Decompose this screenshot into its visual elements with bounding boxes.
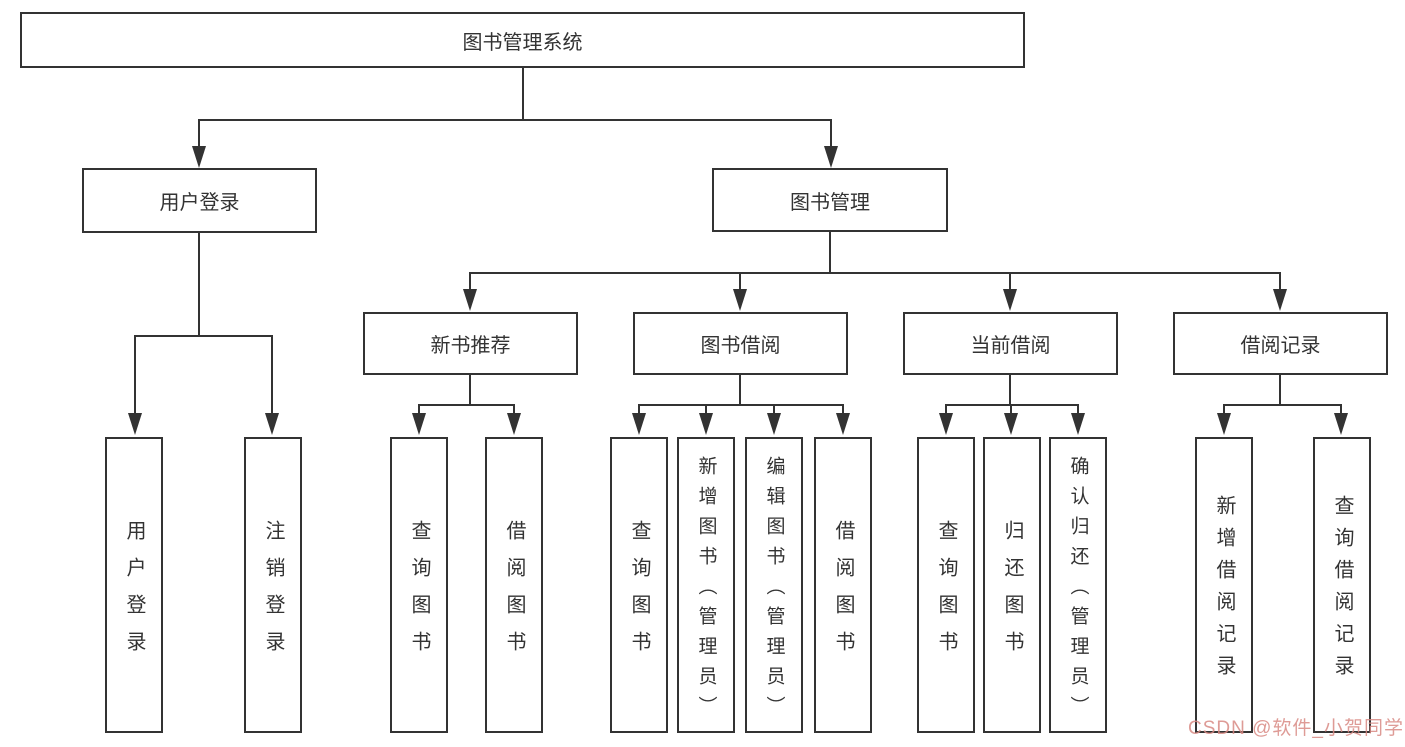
csdn-watermark: CSDN @软件_小贺同学 bbox=[1188, 718, 1404, 739]
node-label: 新增图书（管理员） bbox=[695, 455, 717, 726]
connector-line bbox=[1009, 272, 1011, 289]
node-leaf-logout: 注销登录 bbox=[244, 437, 302, 733]
connector-line bbox=[418, 404, 420, 413]
node-borrowing-records: 借阅记录 bbox=[1173, 312, 1388, 375]
node-current-borrowing: 当前借阅 bbox=[903, 312, 1118, 375]
arrow-down-icon bbox=[1217, 413, 1231, 435]
connector-line bbox=[522, 68, 524, 119]
connector-line bbox=[198, 119, 200, 147]
arrow-down-icon bbox=[632, 413, 646, 435]
arrow-down-icon bbox=[767, 413, 781, 435]
node-label: 图书借阅 bbox=[700, 335, 781, 357]
node-label: 当前借阅 bbox=[970, 335, 1051, 357]
connector-line bbox=[1010, 404, 1012, 413]
connector-line bbox=[842, 404, 844, 413]
connector-line bbox=[739, 272, 741, 289]
connector-line bbox=[739, 375, 741, 404]
node-label: 查询图书 bbox=[408, 519, 430, 668]
connector-line bbox=[638, 404, 640, 413]
node-label: 确认归还（管理员） bbox=[1067, 455, 1089, 726]
connector-line bbox=[945, 404, 1079, 406]
node-label: 借阅记录 bbox=[1240, 335, 1321, 357]
connector-line bbox=[198, 119, 832, 121]
node-label: 编辑图书（管理员） bbox=[763, 455, 785, 726]
connector-line bbox=[705, 404, 707, 413]
arrow-down-icon bbox=[192, 146, 206, 168]
node-leaf-borrow-books: 借阅图书 bbox=[814, 437, 872, 733]
node-leaf-edit-books-admin: 编辑图书（管理员） bbox=[745, 437, 803, 733]
arrow-down-icon bbox=[1004, 413, 1018, 435]
connector-line bbox=[1223, 404, 1225, 413]
connector-line bbox=[1279, 272, 1281, 289]
connector-line bbox=[198, 233, 200, 335]
connector-line bbox=[469, 375, 471, 404]
node-leaf-query-borrow-record: 查询借阅记录 bbox=[1313, 437, 1371, 733]
arrow-down-icon bbox=[265, 413, 279, 435]
connector-line bbox=[1340, 404, 1342, 413]
connector-line bbox=[1279, 375, 1281, 404]
connector-line bbox=[418, 404, 515, 406]
node-label: 新书推荐 bbox=[430, 335, 511, 357]
arrow-down-icon bbox=[824, 146, 838, 168]
connector-line bbox=[638, 404, 844, 406]
connector-line bbox=[945, 404, 947, 413]
node-label: 注销登录 bbox=[262, 519, 284, 668]
connector-line bbox=[134, 335, 136, 413]
arrow-down-icon bbox=[412, 413, 426, 435]
arrow-down-icon bbox=[1334, 413, 1348, 435]
connector-line bbox=[271, 335, 273, 413]
node-label: 查询借阅记录 bbox=[1331, 495, 1353, 687]
arrow-down-icon bbox=[836, 413, 850, 435]
arrow-down-icon bbox=[1003, 289, 1017, 311]
arrow-down-icon bbox=[128, 413, 142, 435]
arrow-down-icon bbox=[939, 413, 953, 435]
node-leaf-user-login: 用户登录 bbox=[105, 437, 163, 733]
node-label: 图书管理系统 bbox=[462, 31, 583, 54]
connector-line bbox=[469, 272, 1281, 274]
node-leaf-confirm-return-admin: 确认归还（管理员） bbox=[1049, 437, 1107, 733]
node-label: 新增借阅记录 bbox=[1213, 495, 1235, 687]
node-leaf-query-books-current: 查询图书 bbox=[917, 437, 975, 733]
node-leaf-add-borrow-record: 新增借阅记录 bbox=[1195, 437, 1253, 733]
node-new-book-recommendation: 新书推荐 bbox=[363, 312, 578, 375]
node-leaf-query-books-borrow: 查询图书 bbox=[610, 437, 668, 733]
node-label: 借阅图书 bbox=[503, 519, 525, 668]
connector-line bbox=[830, 119, 832, 147]
connector-line bbox=[134, 335, 273, 337]
connector-line bbox=[1077, 404, 1079, 413]
connector-line bbox=[469, 272, 471, 289]
node-label: 查询图书 bbox=[628, 519, 650, 668]
node-root-book-management-system: 图书管理系统 bbox=[20, 12, 1025, 68]
node-leaf-borrow-books-rec: 借阅图书 bbox=[485, 437, 543, 733]
node-leaf-add-books-admin: 新增图书（管理员） bbox=[677, 437, 735, 733]
node-label: 用户登录 bbox=[159, 192, 240, 214]
node-leaf-return-books: 归还图书 bbox=[983, 437, 1041, 733]
connector-line bbox=[1223, 404, 1342, 406]
connector-line bbox=[513, 404, 515, 413]
arrow-down-icon bbox=[699, 413, 713, 435]
arrow-down-icon bbox=[733, 289, 747, 311]
node-leaf-query-books-rec: 查询图书 bbox=[390, 437, 448, 733]
node-user-login: 用户登录 bbox=[82, 168, 317, 233]
node-book-management: 图书管理 bbox=[712, 168, 948, 232]
node-label: 借阅图书 bbox=[832, 519, 854, 668]
arrow-down-icon bbox=[1071, 413, 1085, 435]
arrow-down-icon bbox=[463, 289, 477, 311]
node-label: 查询图书 bbox=[935, 519, 957, 668]
arrow-down-icon bbox=[1273, 289, 1287, 311]
node-label: 图书管理 bbox=[790, 191, 870, 214]
node-label: 归还图书 bbox=[1001, 519, 1023, 668]
node-book-borrowing: 图书借阅 bbox=[633, 312, 848, 375]
connector-line bbox=[829, 232, 831, 272]
connector-line bbox=[1009, 375, 1011, 404]
arrow-down-icon bbox=[507, 413, 521, 435]
connector-line bbox=[773, 404, 775, 413]
node-label: 用户登录 bbox=[123, 519, 145, 668]
